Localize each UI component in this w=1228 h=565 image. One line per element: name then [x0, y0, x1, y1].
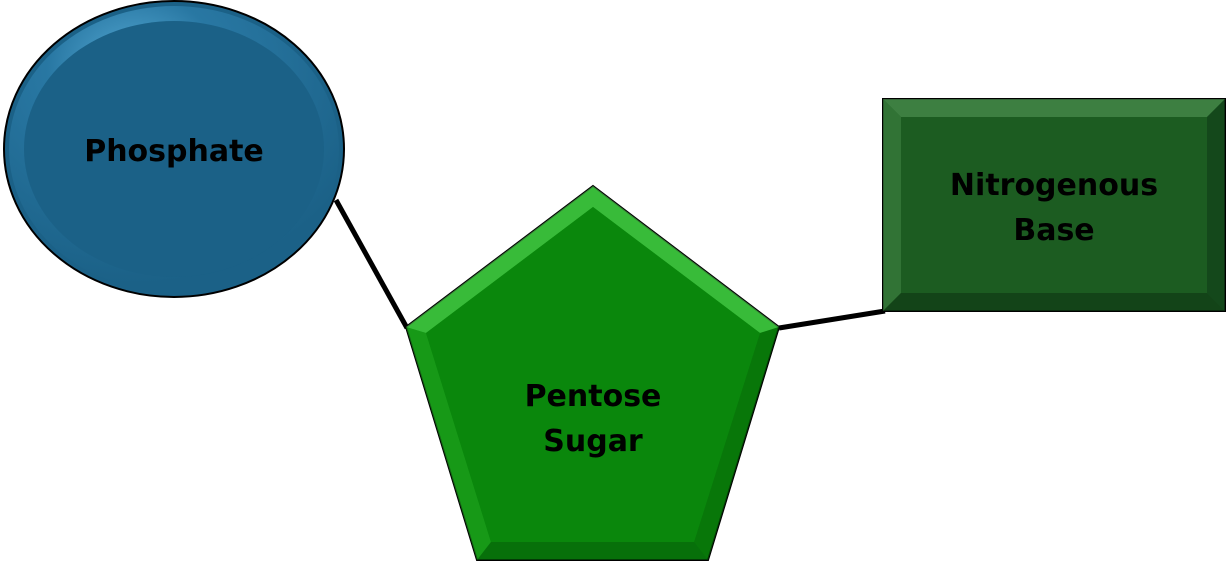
- pentose-sugar-label-line2: Sugar: [543, 424, 643, 459]
- nitrogenous-base-label-line1: Nitrogenous: [950, 168, 1158, 203]
- nitrogenous-base-label-line2: Base: [1013, 213, 1094, 248]
- pentose-sugar-label-line1: Pentose: [525, 379, 662, 414]
- phosphate-node: Phosphate: [3, 0, 345, 298]
- phosphate-label: Phosphate: [84, 134, 264, 169]
- edge-phosphate-to-sugar: [333, 198, 410, 330]
- edge-sugar-to-base: [778, 308, 886, 331]
- pentose-sugar-node: Pentose Sugar: [404, 184, 781, 561]
- nitrogenous-base-node: Nitrogenous Base: [882, 98, 1226, 312]
